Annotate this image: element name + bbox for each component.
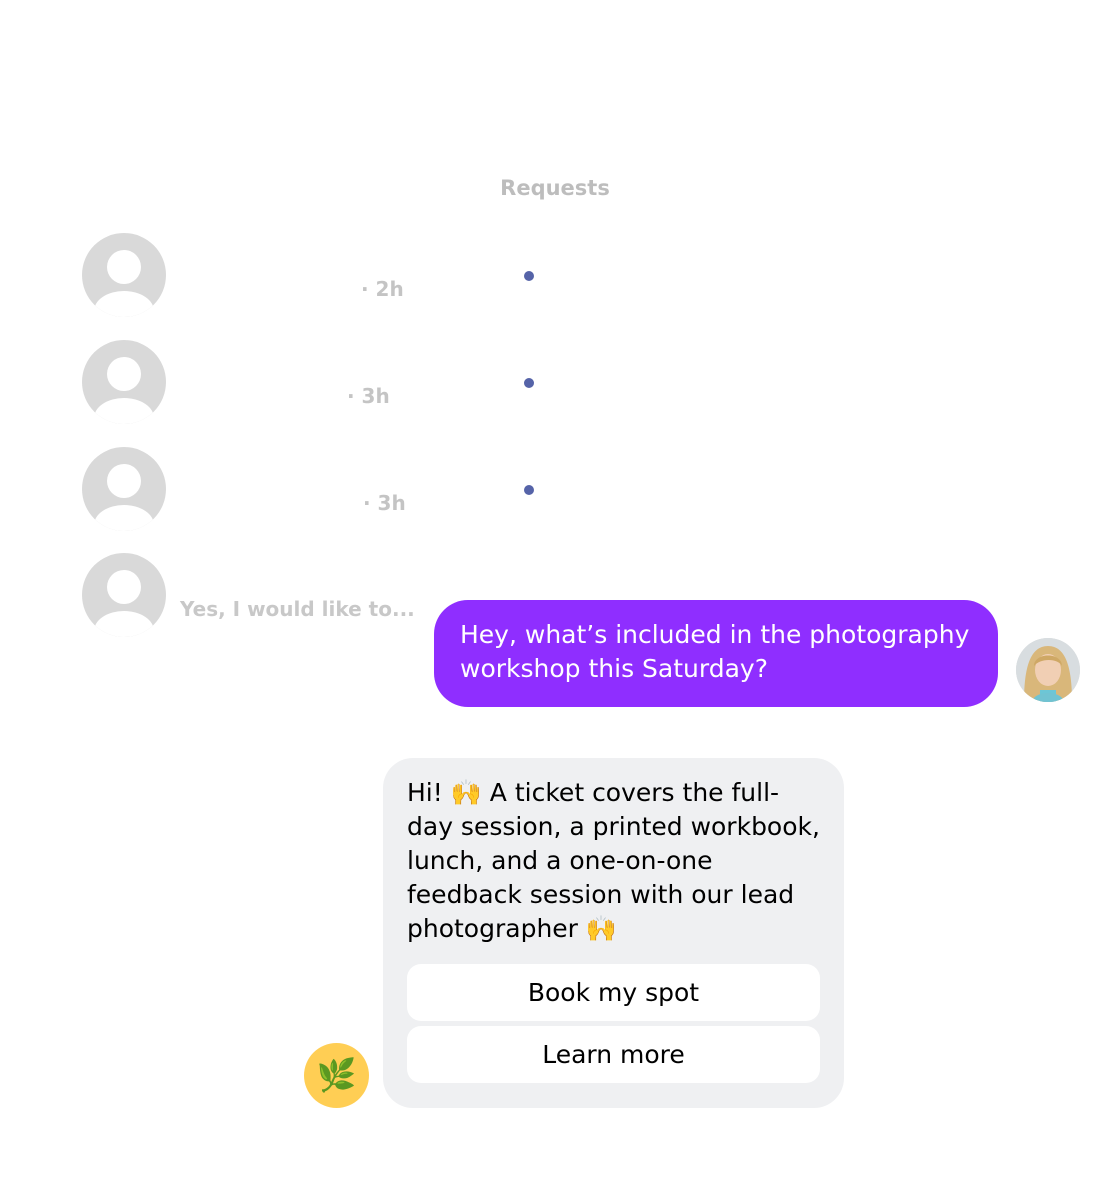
request-time: · 3h (363, 491, 406, 515)
request-item[interactable]: Yes, I would like to... (82, 553, 602, 637)
request-item[interactable]: · 3h (82, 340, 602, 424)
request-item[interactable]: · 2h (82, 233, 602, 317)
avatar-placeholder-icon (82, 233, 166, 317)
user-avatar (1016, 638, 1080, 702)
user-photo-icon (1016, 638, 1080, 702)
bot-avatar: 🌿 (304, 1043, 369, 1108)
requests-title: Requests (500, 176, 610, 200)
request-time: · 2h (361, 277, 404, 301)
raised-hands-icon: 🙌 (585, 914, 618, 943)
book-my-spot-button[interactable]: Book my spot (407, 964, 820, 1021)
incoming-message-text: Hi! 🙌 A ticket covers the full-day sessi… (407, 778, 820, 943)
avatar-placeholder-icon (82, 553, 166, 637)
outgoing-message-bubble: Hey, what’s included in the photography … (434, 600, 998, 707)
unread-dot-icon (524, 485, 534, 495)
request-time: · 3h (347, 384, 390, 408)
herb-icon: 🌿 (316, 1056, 357, 1094)
outgoing-message-text: Hey, what’s included in the photography … (460, 620, 970, 683)
avatar-placeholder-icon (82, 340, 166, 424)
raised-hands-icon: 🙌 (450, 778, 482, 807)
request-item[interactable]: · 3h (82, 447, 602, 531)
incoming-message-bubble: Hi! 🙌 A ticket covers the full-day sessi… (383, 758, 844, 1108)
unread-dot-icon (524, 378, 534, 388)
learn-more-button[interactable]: Learn more (407, 1026, 820, 1083)
request-preview: Yes, I would like to... (180, 597, 415, 621)
avatar-placeholder-icon (82, 447, 166, 531)
unread-dot-icon (524, 271, 534, 281)
